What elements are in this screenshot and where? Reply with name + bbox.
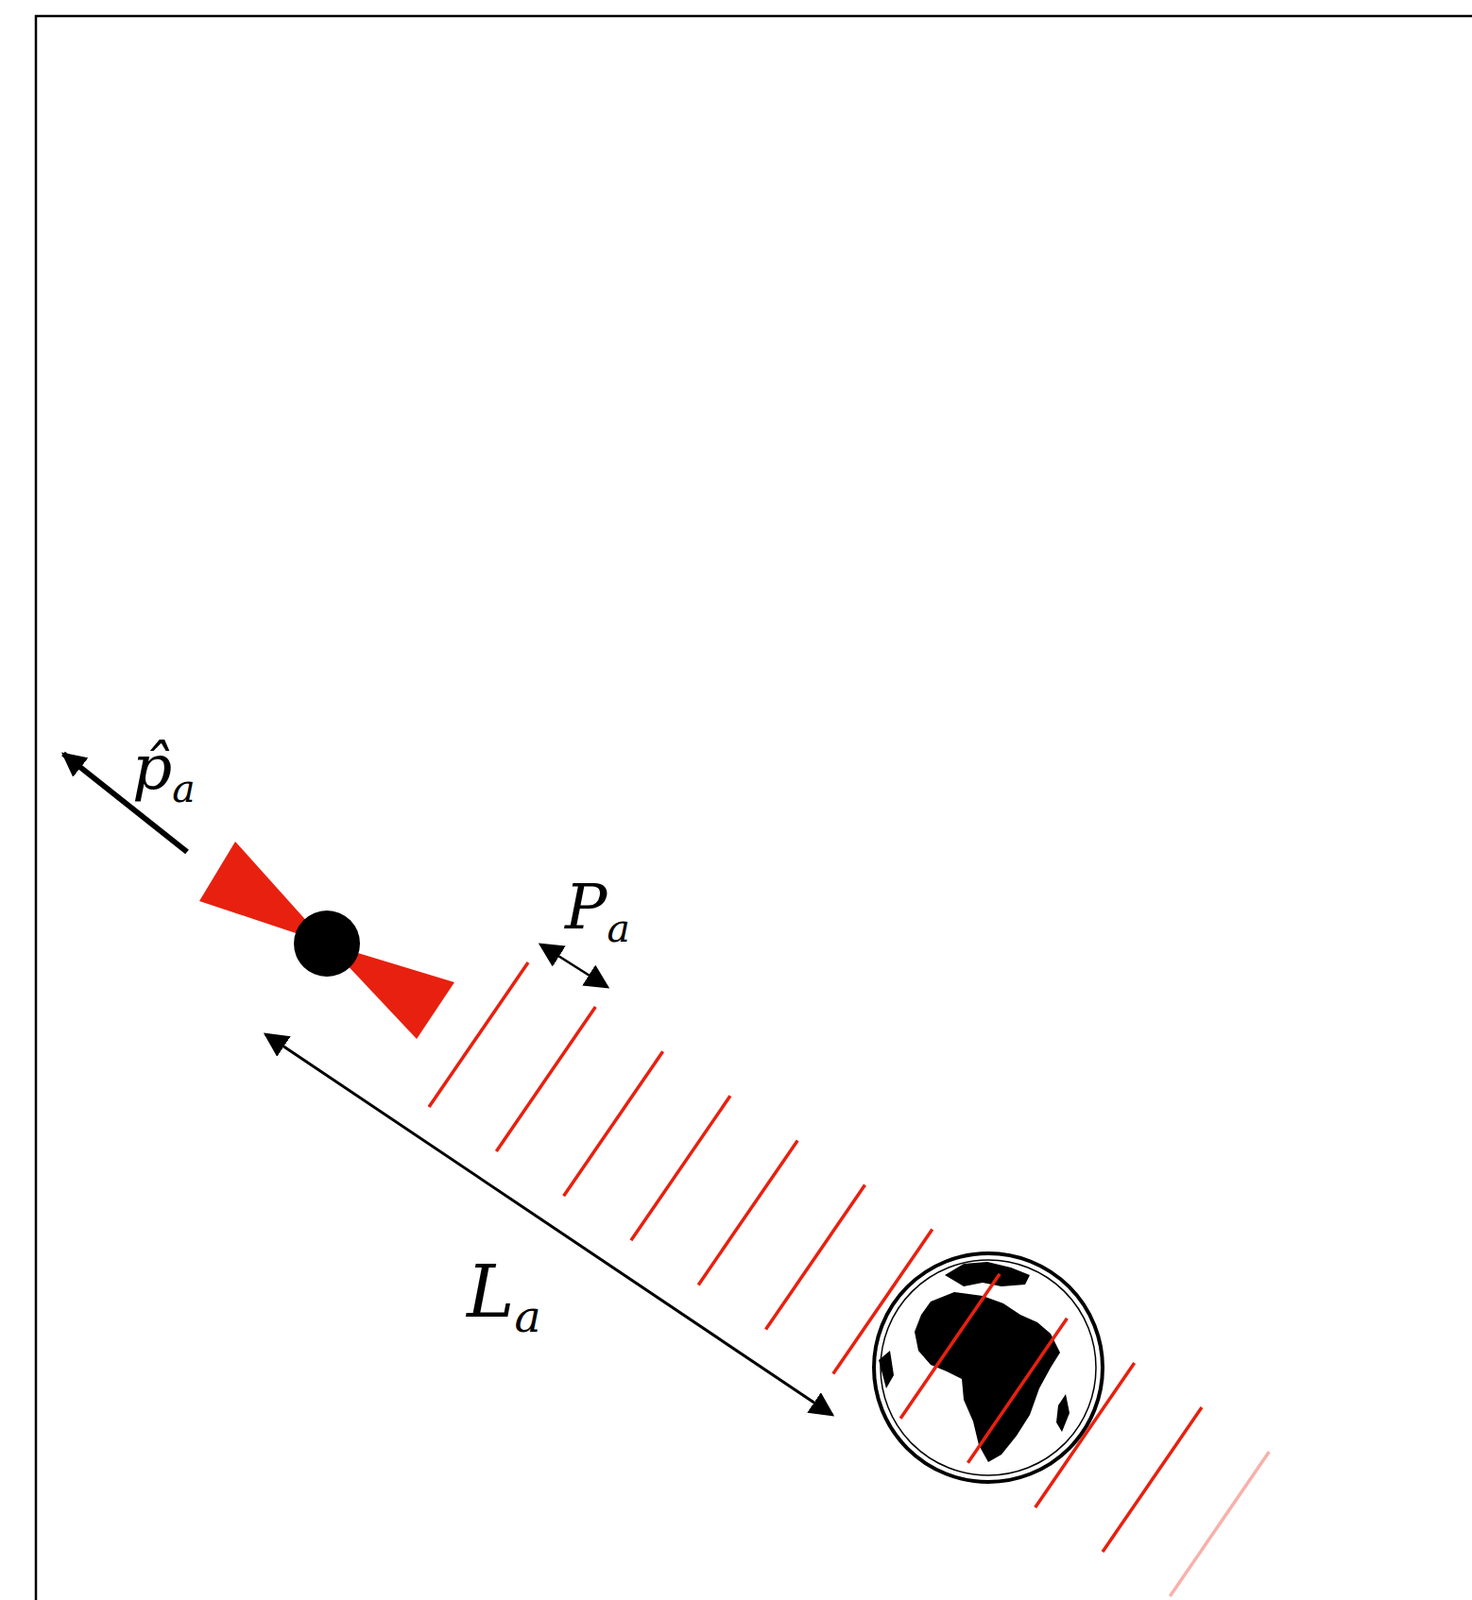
wavefront [900, 1274, 1000, 1420]
direction-label: p̂a [132, 736, 196, 800]
wavefront [428, 962, 529, 1108]
wavefronts [428, 962, 1269, 1597]
distance-label: La [466, 1256, 542, 1329]
earth [873, 1253, 1103, 1483]
pulsar [293, 910, 360, 977]
wavefront [496, 1007, 596, 1152]
wavefront [1102, 1407, 1202, 1553]
wavefront [766, 1185, 866, 1331]
wavefront [631, 1095, 731, 1241]
distance-arrow [265, 1034, 833, 1416]
wavefront [698, 1140, 798, 1285]
wavefront [1035, 1363, 1135, 1508]
period-label: Pa [564, 876, 631, 940]
period-arrow [540, 944, 608, 988]
wavefront [967, 1318, 1067, 1464]
frame [35, 16, 1472, 1600]
wavefront [833, 1230, 933, 1375]
wavefront [564, 1051, 664, 1197]
wavefront [1169, 1452, 1269, 1597]
